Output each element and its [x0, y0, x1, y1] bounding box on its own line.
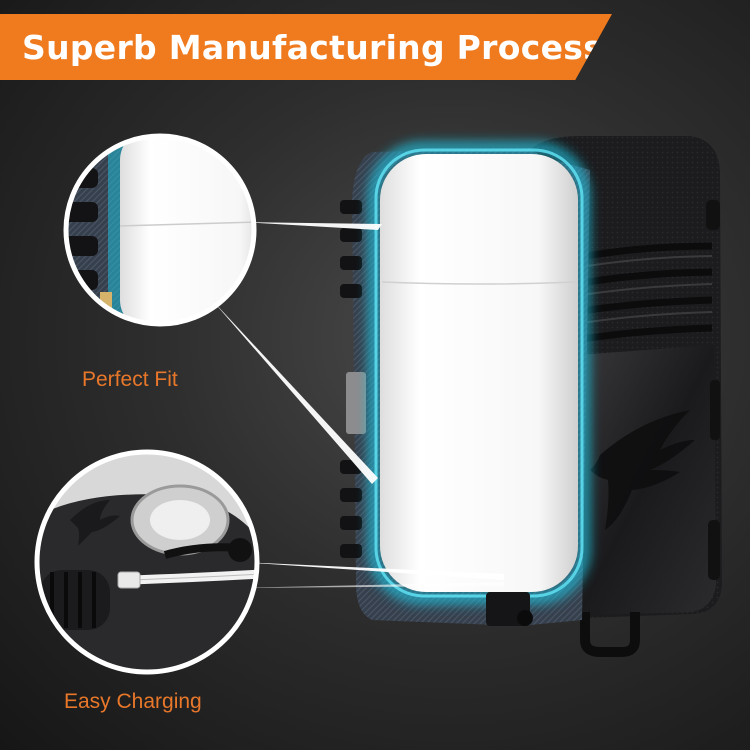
protective-case	[340, 136, 722, 657]
lanyard-loop-icon	[580, 612, 640, 657]
callout-easy-charging-zoom	[34, 449, 260, 675]
callout-perfect-fit-pointer	[212, 222, 382, 488]
glow-outline	[369, 143, 589, 603]
usb-cable-icon	[117, 569, 257, 589]
case-ridges	[574, 242, 713, 344]
caption-easy-charging: Easy Charging	[64, 690, 202, 713]
caption-perfect-fit: Perfect Fit	[82, 368, 178, 391]
side-grips	[340, 200, 366, 558]
airpods-charging-case	[380, 154, 578, 592]
eagle-emblem-small-icon	[70, 500, 120, 546]
eagle-emblem-icon	[590, 410, 695, 530]
callout-perfect-fit-zoom	[63, 133, 257, 327]
header-banner: Superb Manufacturing Process	[0, 14, 612, 80]
banner-title: Superb Manufacturing Process	[22, 27, 604, 67]
callout-easy-charging-pointer	[232, 562, 504, 588]
